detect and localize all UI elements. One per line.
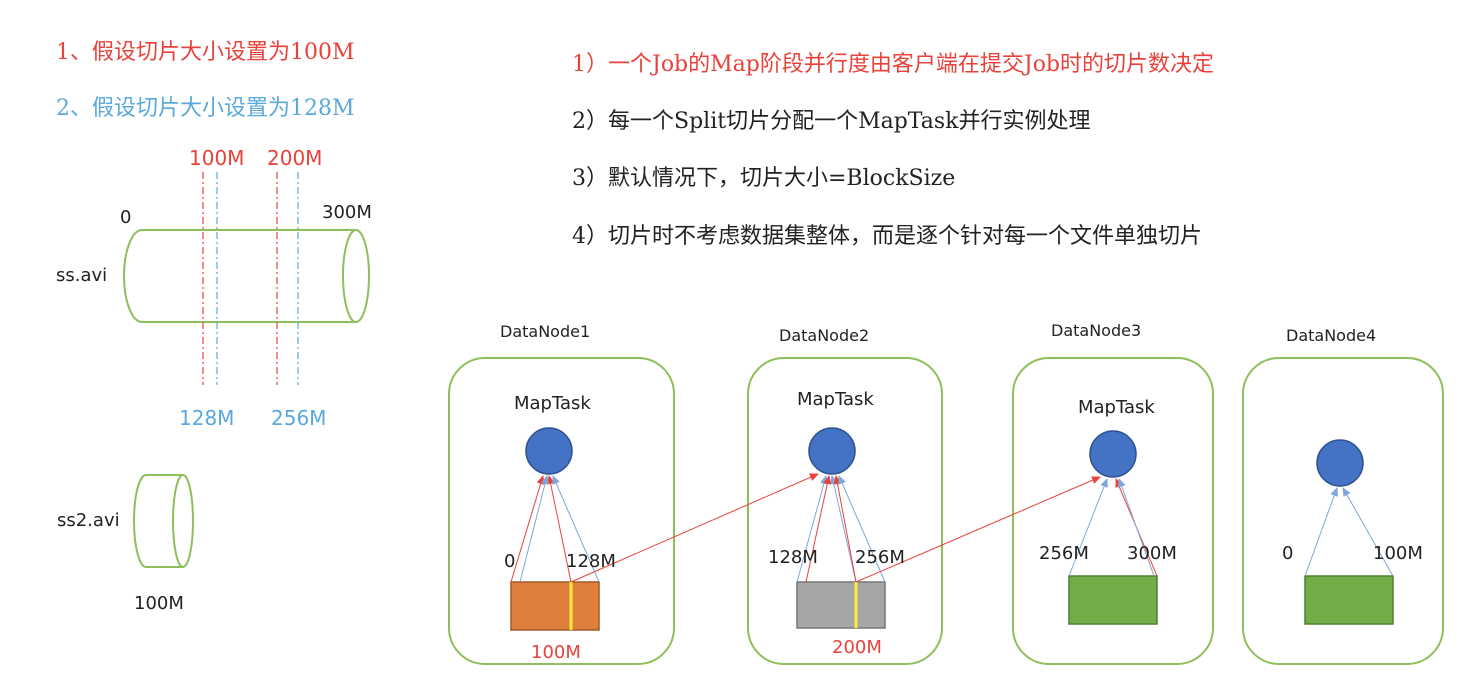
datanode3-title: DataNode3	[1051, 321, 1142, 340]
dn2-right-label: 256M	[855, 547, 905, 568]
dn1-arrow-red-left	[510, 475, 545, 583]
rule-4: 4）切片时不考虑数据集整体，而是逐个针对每一个文件单独切片	[572, 224, 1202, 249]
dn2-arrow-red-right	[833, 475, 857, 583]
dn3-arrow-blue-left	[1068, 478, 1108, 577]
rule-1: 1）一个Job的Map阶段并行度由客户端在提交Job时的切片数决定	[572, 52, 1215, 77]
dn1-left-label: 0	[504, 551, 516, 572]
dn1-arrow-red-right	[546, 475, 572, 583]
file2-cylinder	[133, 474, 194, 568]
cut-label-256m: 256M	[271, 406, 327, 430]
datanode4-box	[1242, 357, 1444, 665]
datanode2-block	[796, 581, 886, 629]
dn2-arrow-blue-right	[829, 475, 857, 583]
datanode4-title: DataNode4	[1286, 326, 1377, 345]
maptask1-label: MapTask	[514, 393, 591, 414]
maptask2-circle	[808, 427, 856, 475]
file1-start-label: 0	[120, 207, 132, 228]
file1-cylinder	[123, 229, 370, 323]
file2-size: 100M	[134, 593, 184, 614]
dn2-left-label: 128M	[768, 547, 818, 568]
maptask1-circle	[525, 427, 573, 475]
cross-arrow-dn2-dn3	[855, 476, 1101, 583]
datanode4-block	[1304, 575, 1394, 625]
datanode2-title: DataNode2	[779, 326, 870, 345]
datanode1-title: DataNode1	[500, 322, 591, 341]
maptask2-label: MapTask	[797, 389, 874, 410]
dn1-right-label: 128M	[566, 551, 616, 572]
datanode1-box	[448, 357, 675, 665]
case2-text: 2、假设切片大小设置为128M	[56, 96, 355, 121]
dn3-arrow-blue-right	[1117, 478, 1155, 577]
file1-end-label: 300M	[322, 202, 372, 223]
cut-label-100m: 100M	[189, 146, 245, 170]
dn4-right-label: 100M	[1373, 543, 1423, 564]
cut-label-200m: 200M	[267, 146, 323, 170]
dn3-right-label: 300M	[1127, 543, 1177, 564]
datanode1-block	[510, 581, 600, 631]
dn4-left-label: 0	[1282, 543, 1294, 564]
dn4-arrow-blue-left	[1304, 487, 1339, 577]
dn1-arrow-blue-right	[552, 475, 600, 583]
case1-text: 1、假设切片大小设置为100M	[56, 40, 355, 65]
file1-name: ss.avi	[56, 265, 108, 286]
dn2-arrow-red-left	[805, 475, 832, 583]
datanode3-block	[1068, 575, 1158, 625]
dn2-bottom-label: 200M	[832, 637, 882, 658]
datanode2-box	[747, 357, 943, 665]
maptask3-label: MapTask	[1078, 397, 1155, 418]
dn1-arrow-blue-left	[519, 475, 549, 583]
rule-3: 3）默认情况下，切片大小=BlockSize	[572, 166, 956, 191]
rule-2: 2）每一个Split切片分配一个MapTask并行实例处理	[572, 109, 1091, 134]
dn3-left-label: 256M	[1039, 543, 1089, 564]
cross-arrow-dn1-dn2	[570, 473, 819, 583]
dn4-arrow-blue-right	[1342, 487, 1394, 577]
dn1-bottom-label: 100M	[531, 642, 581, 663]
datanode3-box	[1012, 357, 1214, 665]
dn2-arrow-blue-far	[838, 475, 886, 583]
maptask3-circle	[1089, 430, 1137, 478]
file2-name: ss2.avi	[57, 510, 120, 531]
dn2-arrow-blue-left	[796, 475, 828, 583]
cut-label-128m: 128M	[179, 406, 235, 430]
maptask4-circle	[1316, 439, 1364, 487]
